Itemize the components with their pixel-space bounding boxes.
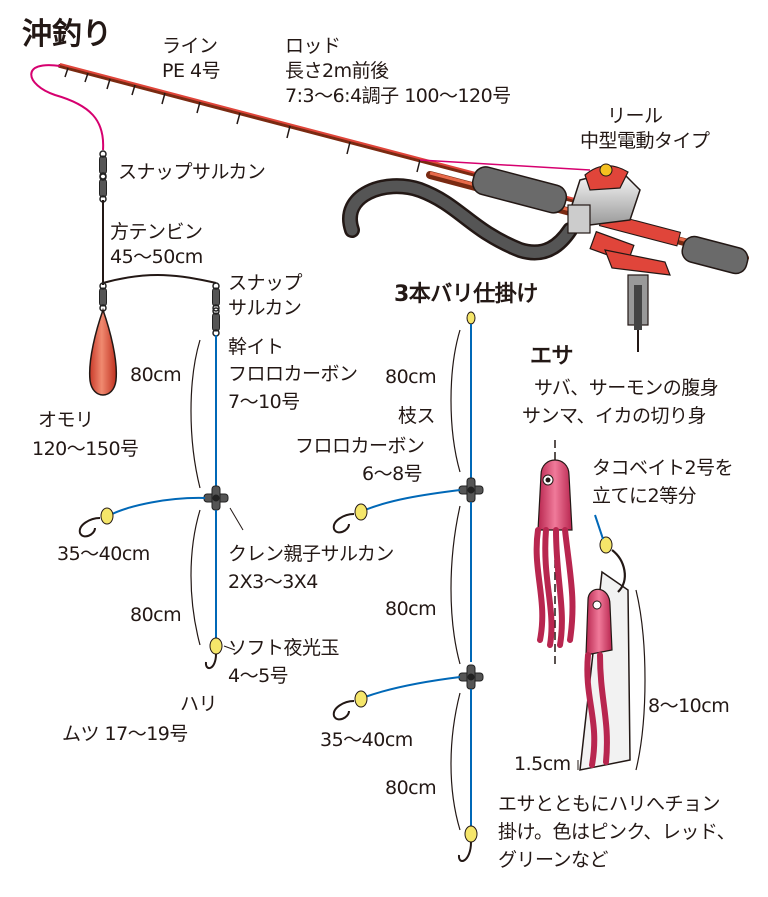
tenbin-icon [102,274,217,284]
main-line-material: フロロカーボン [228,363,358,385]
octopus-lure-icon [533,440,646,771]
crane-swivel-label: クレン親子サルカン [228,543,394,565]
main-line-lower-length: 80cm [130,604,182,626]
rod-action: 7:3～6:4調子 100～120号 [285,85,511,107]
soft-bead-icon [209,637,223,655]
sinker-swivel-icon [98,282,108,312]
bead-left-icon [100,507,114,525]
main-line-label: 幹イト [228,336,284,358]
hook-label: ハリ [180,693,218,715]
rod-length: 長さ2m前後 [285,60,389,82]
tenbin-label: 方テンビン [110,221,203,243]
bait-line1: サバ、サーモンの腹身 [534,377,719,399]
snap-swivel-2-icon [211,282,221,312]
crane-swivel-size: 2X3～3X4 [228,571,318,593]
bait-line2: サンマ、イカの切り身 [522,405,707,427]
bait-length: 8～10cm [648,695,730,717]
rod-label: ロッド [285,35,341,57]
reel-label: リール [607,105,663,127]
snap-swivel-2-line2: サルカン [228,297,302,319]
main-line-length: 80cm [130,364,182,386]
octopus-line2: 立てに2等分 [592,485,697,507]
sinker-label: オモリ [38,409,94,431]
note-line2: 掛け。色はピンク、レッド、 [498,821,736,843]
reel-spec: 中型電動タイプ [580,130,710,152]
snap-swivel-top-icon [98,150,108,203]
pe-line [30,64,105,151]
tenbin-size: 45～50cm [110,246,203,268]
branch-line-size: 6～8号 [362,463,423,485]
sinker-icon [88,307,118,396]
line-spec: PE 4号 [162,60,221,82]
rig-title: 3本バリ仕掛け [394,282,538,307]
sinker-size: 120～150号 [32,438,139,460]
hook-bottom-left-icon [204,653,217,670]
rig-80-bottom: 80cm [385,777,437,799]
soft-bead-label: ソフト夜光玉 [228,637,340,659]
hook-left-icon [78,517,101,538]
branch-left-length: 35～40cm [57,543,150,565]
bait-label: エサ [530,344,574,369]
crane-swivel-left-icon [203,485,229,511]
rig-branch-length: 35～40cm [320,729,413,751]
rig-80-mid: 80cm [385,598,437,620]
snap-swivel-top-label: スナップサルカン [118,161,266,183]
branch-line-material: フロロカーボン [295,435,425,457]
note-line3: グリーンなど [498,849,609,871]
soft-bead-size: 4～5号 [228,665,289,687]
branch-line-label: 枝ス [398,405,436,427]
octopus-line1: タコベイト2号を [592,457,734,479]
page-title: 沖釣り [22,17,112,52]
three-hook-rig [332,311,484,862]
snap-swivel-2-line1: スナップ [228,272,303,294]
note-line1: エサとともにハリへチョン [498,793,721,815]
hook-spec: ムツ 17～19号 [62,723,188,745]
main-line-size: 7～10号 [228,391,300,413]
rig-80-top: 80cm [385,366,437,388]
electric-reel-icon [342,159,671,352]
line-label: ライン [162,35,218,57]
bait-width: 1.5cm [514,753,571,775]
